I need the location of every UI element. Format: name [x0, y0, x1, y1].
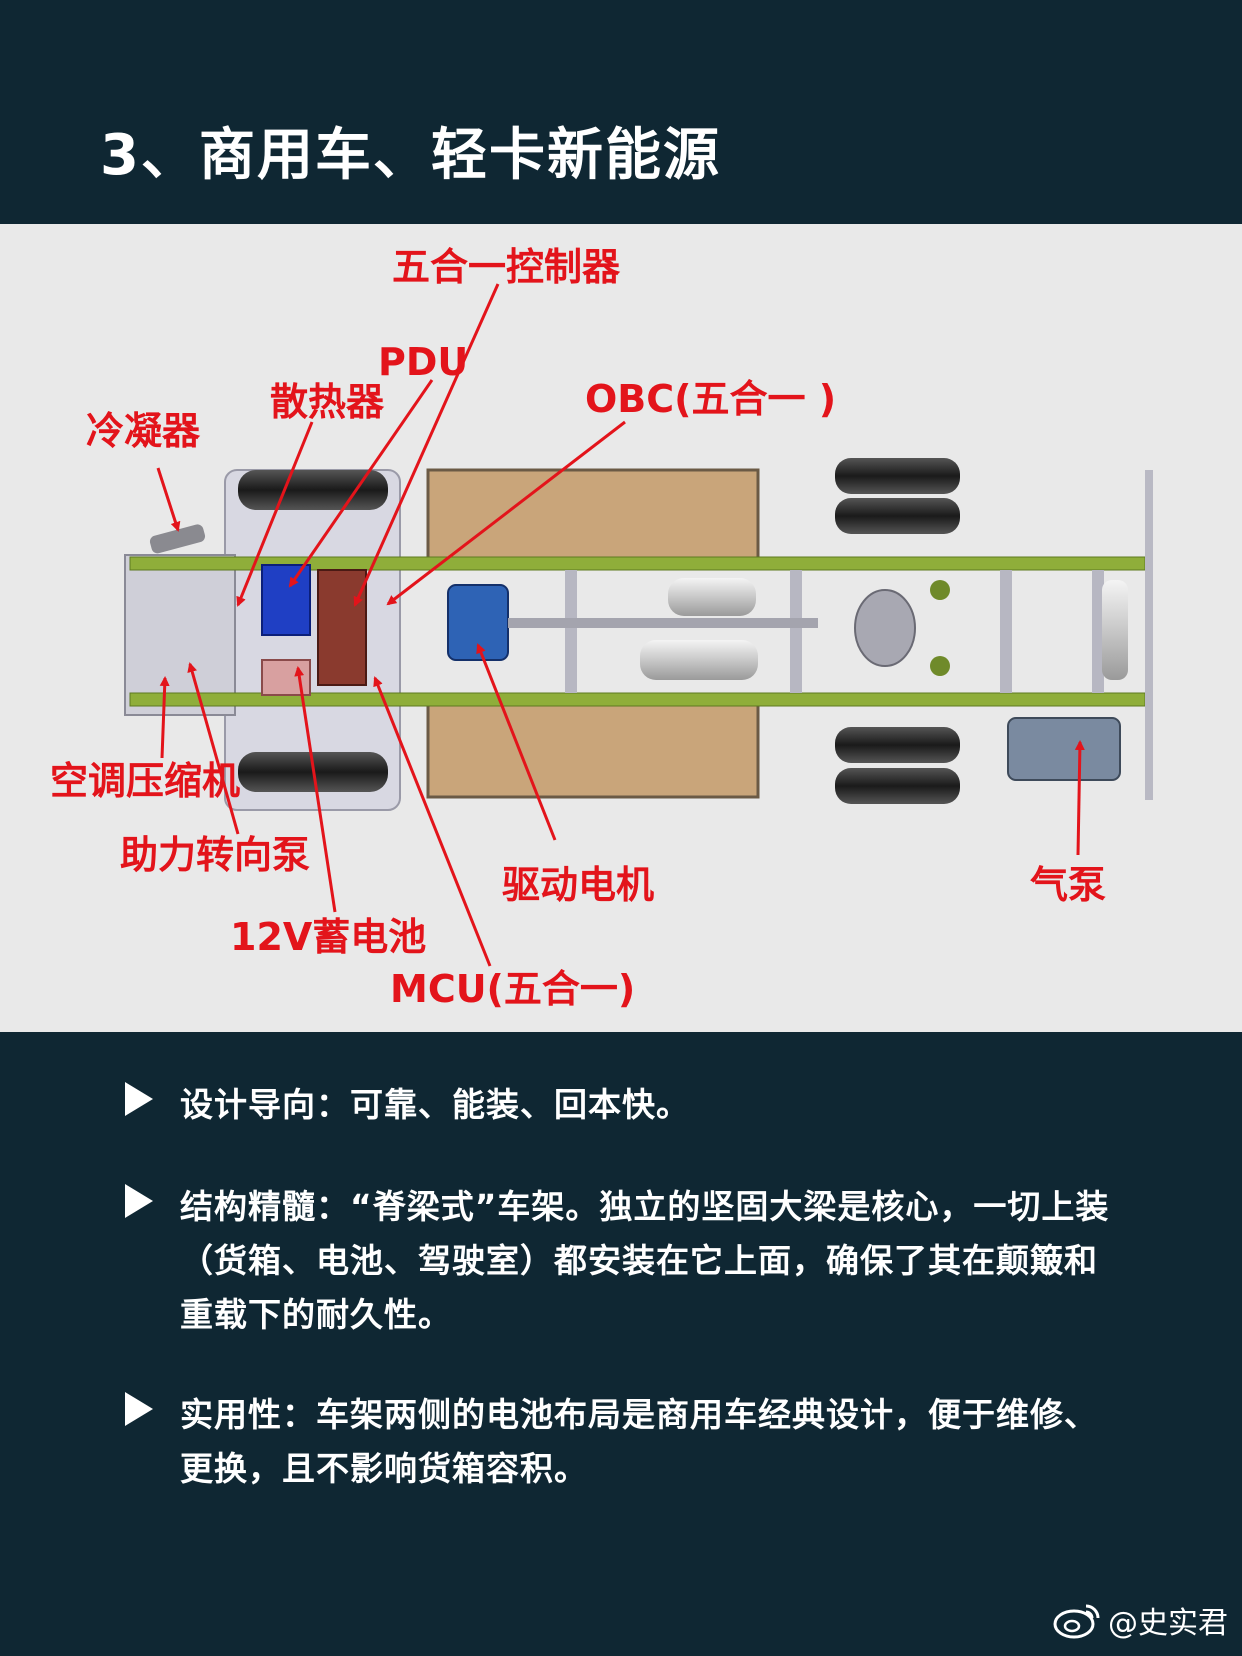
bullet-text: 设计导向：可靠、能装、回本快。 — [180, 1085, 690, 1124]
label-power-steering-pump: 助力转向泵 — [120, 833, 310, 877]
arrow-air-pump — [1074, 740, 1085, 856]
label-air-pump: 气泵 — [1030, 863, 1106, 907]
bullet-text: 实用性：车架两侧的电池布局是商用车经典设计，便于维修、更换，且不影响货箱容积。 — [180, 1395, 1098, 1488]
watermark: @史实君 — [1052, 1598, 1228, 1642]
arrow-five-in-one-controller — [353, 283, 500, 607]
page-title: 3、商用车、轻卡新能源 — [100, 123, 721, 188]
watermark-text: @史实君 — [1108, 1606, 1228, 1641]
arrow-battery-12v — [294, 666, 337, 913]
chassis-diagram: 五合一控制器 PDU 散热器 OBC(五合一 ) 冷凝器 空调压缩机 助力转向泵… — [0, 224, 1242, 1032]
arrow-mcu — [373, 676, 492, 967]
arrow-drive-motor — [476, 643, 557, 841]
chassis-illustration — [124, 458, 1153, 811]
arrow-radiator — [236, 421, 314, 607]
label-ac-compressor: 空调压缩机 — [50, 759, 240, 803]
arrow-ac-compressor — [159, 676, 170, 759]
triangle-bullet-icon — [125, 1392, 153, 1426]
label-five-in-one-controller: 五合一控制器 — [392, 245, 621, 289]
label-mcu: MCU(五合一) — [390, 967, 635, 1011]
bullet-text: 结构精髓：“脊梁式”车架。独立的坚固大梁是核心，一切上装（货箱、电池、驾驶室）都… — [180, 1187, 1110, 1334]
triangle-bullet-icon — [125, 1082, 153, 1116]
arrow-obc — [386, 420, 626, 606]
arrow-pdu — [288, 379, 434, 588]
label-battery-12v: 12V蓄电池 — [230, 915, 426, 959]
label-drive-motor: 驱动电机 — [502, 863, 654, 907]
arrow-condenser — [156, 467, 181, 532]
arrow-power-steering-pump — [187, 662, 240, 835]
label-obc: OBC(五合一 ) — [585, 377, 836, 421]
weibo-icon — [1053, 1604, 1100, 1639]
label-radiator: 散热器 — [270, 380, 385, 424]
label-condenser: 冷凝器 — [86, 409, 201, 453]
callout-arrows — [156, 283, 1085, 967]
triangle-bullet-icon — [125, 1184, 153, 1218]
label-pdu: PDU — [378, 340, 468, 384]
